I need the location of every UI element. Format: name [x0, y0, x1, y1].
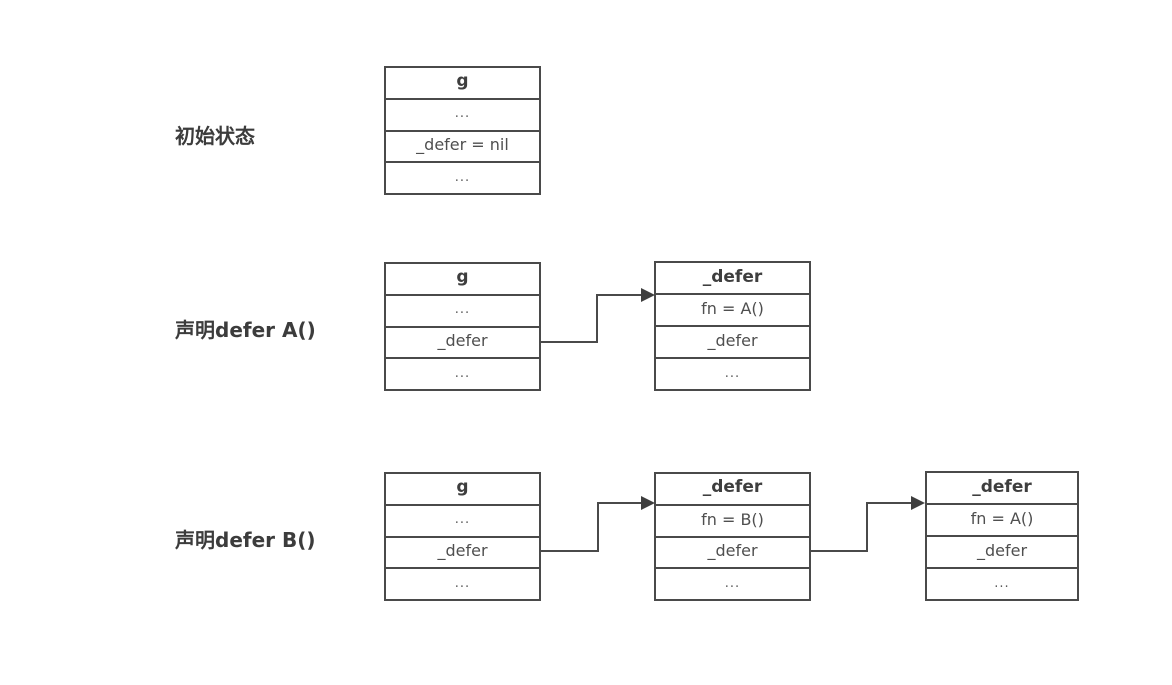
table-header-defer: _defer	[702, 477, 763, 498]
struct-table-defer-a: _defer fn = A() _defer ...	[654, 261, 811, 391]
table-cell-ellipsis: ...	[386, 161, 539, 193]
row-label-initial-state: 初始状态	[175, 124, 255, 148]
struct-table-defer-a-linked: _defer fn = A() _defer ...	[925, 471, 1079, 601]
table-cell-ellipsis: ...	[386, 503, 539, 536]
table-cell-defer-pointer: _defer	[656, 535, 809, 568]
table-cell-ellipsis: ...	[386, 567, 539, 599]
table-header-g: g	[456, 71, 469, 92]
struct-table-g-after-a: g ... _defer ...	[384, 262, 541, 391]
table-cell-defer-nil: _defer = nil	[386, 129, 539, 162]
table-cell-fn-b: fn = B()	[656, 503, 809, 536]
table-cell-ellipsis: ...	[386, 97, 539, 130]
arrow-g-to-defer-a	[541, 288, 655, 343]
table-header-g: g	[456, 267, 469, 288]
row-label-declare-defer-b: 声明defer B()	[175, 528, 316, 552]
table-cell-ellipsis: ...	[386, 357, 539, 389]
table-header-g: g	[456, 477, 469, 498]
table-header-defer: _defer	[702, 266, 763, 287]
struct-table-g-after-b: g ... _defer ...	[384, 472, 541, 601]
table-cell-fn-a: fn = A()	[656, 293, 809, 325]
table-cell-ellipsis: ...	[927, 567, 1077, 599]
table-cell-ellipsis: ...	[656, 567, 809, 599]
table-cell-defer-pointer: _defer	[656, 325, 809, 357]
table-cell-defer-pointer: _defer	[386, 325, 539, 358]
struct-table-defer-b: _defer fn = B() _defer ...	[654, 472, 811, 601]
arrowhead-icon	[641, 288, 655, 302]
table-cell-ellipsis: ...	[386, 293, 539, 326]
row-label-declare-defer-a: 声明defer A()	[175, 318, 316, 342]
table-header-defer: _defer	[972, 476, 1032, 497]
arrowhead-icon	[641, 496, 655, 510]
arrowhead-icon	[911, 496, 925, 510]
arrow-defer-b-to-defer-a	[811, 496, 925, 552]
arrow-g-to-defer-b	[541, 496, 655, 552]
table-cell-defer-pointer: _defer	[386, 535, 539, 568]
table-cell-defer-pointer: _defer	[927, 535, 1077, 567]
table-cell-fn-a: fn = A()	[927, 503, 1077, 535]
struct-table-g-initial: g ... _defer = nil ...	[384, 66, 541, 195]
table-cell-ellipsis: ...	[656, 357, 809, 389]
